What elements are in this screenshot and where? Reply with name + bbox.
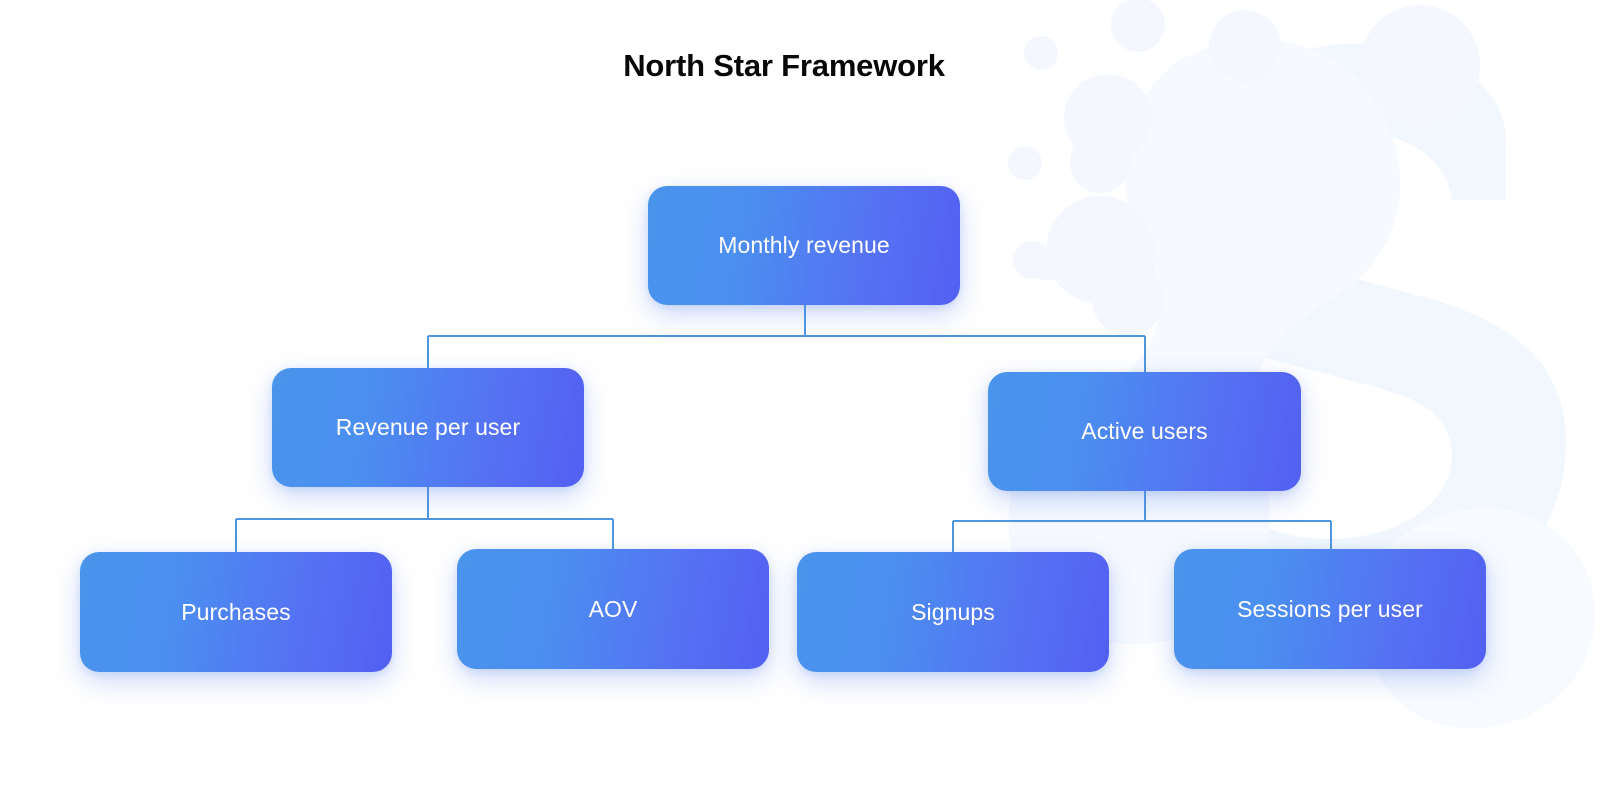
node-signups[interactable]: Signups bbox=[797, 552, 1109, 672]
node-sessions-per-user[interactable]: Sessions per user bbox=[1174, 549, 1486, 669]
node-active-users[interactable]: Active users bbox=[988, 372, 1301, 491]
node-revenue-per-user[interactable]: Revenue per user bbox=[272, 368, 584, 487]
page-title: North Star Framework bbox=[623, 48, 945, 83]
node-label: Monthly revenue bbox=[718, 232, 890, 258]
node-monthly-revenue[interactable]: Monthly revenue bbox=[648, 186, 960, 305]
node-label: Sessions per user bbox=[1237, 595, 1423, 622]
node-label: Active users bbox=[1081, 418, 1208, 444]
node-label: Signups bbox=[911, 598, 995, 625]
node-purchases[interactable]: Purchases bbox=[80, 552, 392, 672]
node-label: AOV bbox=[588, 595, 638, 622]
node-label: Revenue per user bbox=[335, 414, 521, 440]
node-label: Purchases bbox=[181, 598, 291, 625]
node-aov[interactable]: AOV bbox=[457, 549, 769, 669]
